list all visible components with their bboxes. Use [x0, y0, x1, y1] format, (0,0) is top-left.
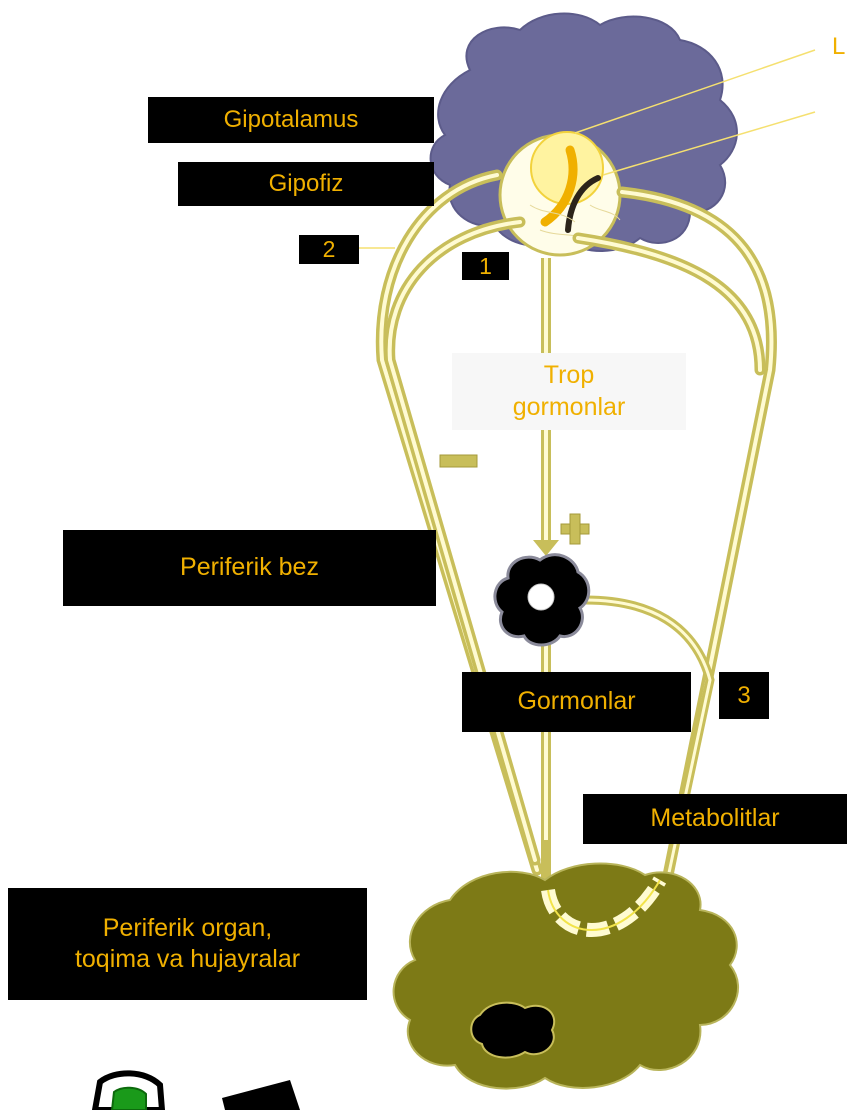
edge-label-top: L	[832, 33, 845, 61]
organ-nucleus	[471, 1003, 554, 1058]
label-gormonlar: Gormonlar	[462, 672, 691, 732]
label-periferik-bez: Periferik bez	[63, 530, 436, 606]
organ-line-2: toqima va hujayralar	[75, 944, 300, 975]
organ-line-1: Periferik organ,	[103, 913, 273, 944]
gland-core	[528, 584, 554, 610]
plus-sign	[561, 514, 589, 544]
label-number-1: 1	[462, 252, 509, 280]
hormone-axis-lower	[541, 840, 551, 880]
label-periferik-organ: Periferik organ, toqima va hujayralar	[8, 888, 367, 1000]
decor-icon-shield	[95, 1073, 162, 1110]
label-number-2: 2	[299, 235, 359, 264]
trop-line-2: gormonlar	[513, 392, 626, 423]
label-metabolitlar: Metabolitlar	[583, 794, 847, 844]
label-trop-gormonlar: Trop gormonlar	[452, 353, 686, 430]
feedback-loop-outer-left	[381, 175, 537, 870]
peripheral-organ	[394, 864, 738, 1089]
label-gipofiz: Gipofiz	[178, 162, 434, 206]
minus-sign	[440, 455, 477, 467]
label-gipotalamus: Gipotalamus	[148, 97, 434, 143]
feedback-loop-outer-left-core	[381, 175, 537, 870]
label-number-3: 3	[719, 672, 769, 719]
hormone-axis-core	[544, 640, 548, 840]
trop-line-1: Trop	[544, 360, 594, 391]
pointer-2	[359, 245, 395, 251]
decor-icon-dark-shape	[222, 1080, 300, 1110]
